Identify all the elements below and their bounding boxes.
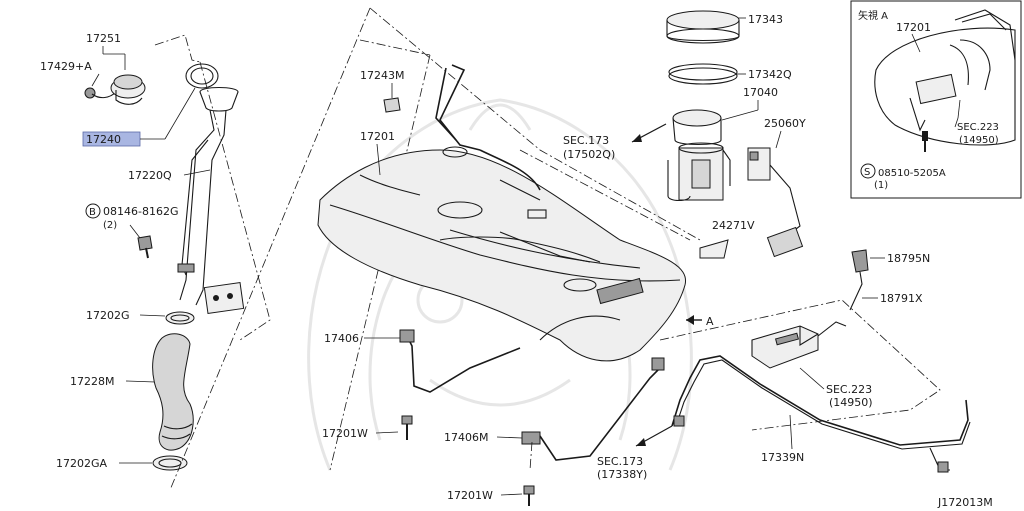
inset-label-sec223: SEC.223 [957, 122, 999, 133]
label-08146-qty: (2) [103, 220, 117, 231]
inset-bolt-qty: (1) [874, 180, 888, 191]
tank-label-plate [596, 277, 644, 305]
label-24271v: 24271V [712, 219, 755, 232]
bolt-17201w-upper [401, 415, 413, 425]
filler-bracket [203, 282, 245, 314]
filler-hose-assembly: 17202G 17228M 17202GA [56, 309, 195, 471]
filler-cap-assembly: 17251 17429+A [40, 32, 146, 105]
label-17406m: 17406M [444, 431, 488, 444]
label-sec173-upper-ref: (17502Q) [563, 148, 615, 161]
label-17251: 17251 [86, 32, 121, 45]
label-17201: 17201 [360, 130, 395, 143]
inset-bolt-number: 08510-5205A [878, 168, 946, 179]
label-17202g: 17202G [86, 309, 130, 322]
label-17343: 17343 [748, 13, 783, 26]
label-08146: 08146-8162G [103, 205, 178, 218]
fuel-tank [317, 146, 686, 362]
strap-17406m [521, 431, 541, 445]
strap-17406 [399, 329, 415, 343]
label-arrow-a: A [706, 315, 714, 328]
right-components: 18795N 18791X A SEC.223 (14950) [659, 249, 941, 431]
filler-neck-assembly: 17240 17220Q B 08146-8162G (2) [82, 34, 271, 341]
label-sec223: SEC.223 [826, 383, 872, 396]
label-17339n: 17339N [761, 451, 804, 464]
filler-ring [185, 63, 219, 89]
inset-bolt-symbol: S [864, 167, 870, 178]
lock-ring [666, 10, 740, 30]
bolt-symbol: B [89, 207, 96, 218]
label-sec223-ref: (14950) [829, 396, 873, 409]
label-17228m: 17228M [70, 375, 114, 388]
inset-label-sec223-ref: (14950) [959, 135, 999, 146]
label-17040: 17040 [743, 86, 778, 99]
tank-top-parts: 17243M 17201 [360, 64, 591, 263]
label-17201w-upper: 17201W [322, 427, 368, 440]
tank-dashed-frame [169, 7, 701, 491]
inset-view-label: 矢視 A [858, 9, 888, 22]
fuel-pump-module: 17343 17342Q 17040 SEC.173 (17502Q) [519, 10, 792, 241]
part-17243m [383, 97, 401, 113]
bolt-symbol-circle [85, 203, 101, 219]
straps-and-lines: 17406 17201W 17406M 17201W SEC.173 (1733… [322, 329, 971, 506]
inset-view-a: 矢視 A 17201 SEC.223 (14950) S 08510-5205A… [850, 0, 1022, 199]
tank-sender-opening [563, 278, 597, 292]
label-sec173-lower-ref: (17338Y) [597, 468, 647, 481]
filler-clamp [177, 263, 195, 273]
diagram-id: J172013M [937, 496, 993, 509]
hose-clamp-lower [152, 455, 188, 471]
pump-seal [668, 63, 738, 81]
label-17243m: 17243M [360, 69, 404, 82]
filler-hose [152, 333, 194, 451]
label-17240: 17240 [86, 133, 121, 146]
label-sec173-lower: SEC.173 [597, 455, 643, 468]
bolt-08146 [137, 235, 153, 251]
tether-clip [84, 87, 96, 99]
inset-label-17201: 17201 [896, 21, 931, 34]
inset-bolt [922, 131, 928, 152]
label-17220q: 17220Q [128, 169, 172, 182]
tank-pump-opening [437, 201, 483, 219]
label-25060y: 25060Y [764, 117, 806, 130]
label-17202ga: 17202GA [56, 457, 108, 470]
label-sec173-upper: SEC.173 [563, 134, 609, 147]
hose-clamp-upper [165, 311, 195, 325]
inset-bolt-symbol-circle [860, 163, 876, 179]
part-18795n [851, 249, 869, 273]
label-18791x: 18791X [880, 292, 923, 305]
part-24271v [699, 239, 729, 259]
label-18795n: 18795N [887, 252, 930, 265]
label-17429: 17429+A [40, 60, 92, 73]
bolt-17201w-lower [523, 485, 535, 495]
sender-float [766, 226, 804, 258]
label-17406: 17406 [324, 332, 359, 345]
label-17201w-lower: 17201W [447, 489, 493, 502]
label-17342q: 17342Q [748, 68, 792, 81]
evap-canister [751, 325, 819, 369]
filler-neck-head [199, 86, 239, 112]
fuel-level-sender: 25060Y 24271V [699, 117, 806, 259]
